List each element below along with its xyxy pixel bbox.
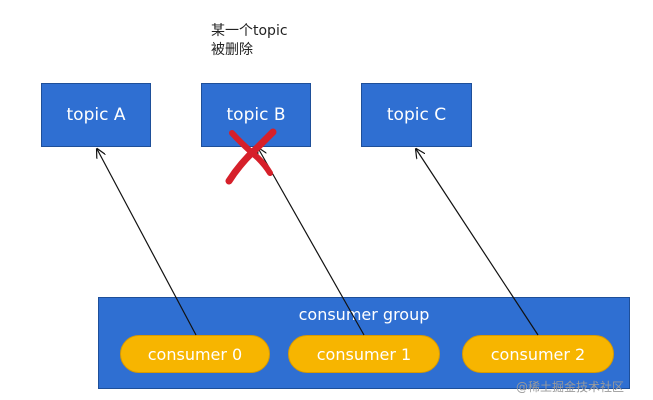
arrow-consumer1-to-topic-b [258, 148, 365, 336]
topic-a-box: topic A [41, 83, 151, 147]
deletion-note-line1: 某一个topic [211, 23, 288, 39]
deletion-note: 某一个topic 被删除 [211, 22, 288, 60]
topic-b-box: topic B [201, 83, 311, 147]
deletion-note-line2: 被删除 [211, 42, 253, 58]
arrow-consumer2-to-topic-c [416, 149, 539, 336]
consumer-group-label: consumer group [298, 305, 430, 324]
consumer-1-pill: consumer 1 [288, 335, 440, 373]
consumer-0-pill: consumer 0 [120, 335, 270, 373]
delete-cross-icon [225, 128, 277, 185]
watermark-text: @稀土掘金技术社区 [516, 380, 625, 394]
consumer-2-pill: consumer 2 [462, 335, 614, 373]
topic-c-box: topic C [361, 83, 472, 147]
arrow-consumer0-to-topic-a [97, 149, 197, 336]
